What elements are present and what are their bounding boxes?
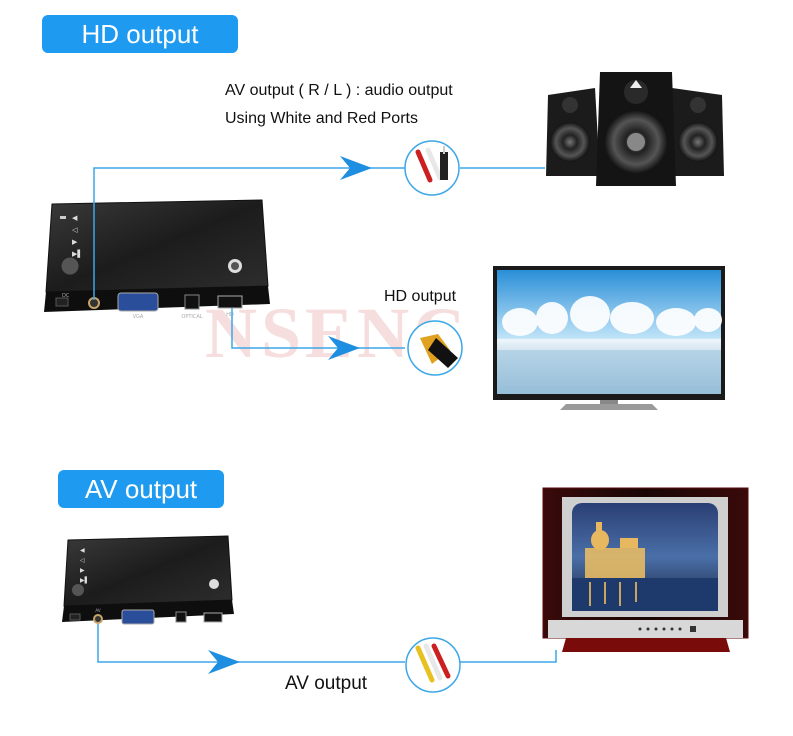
speaker-icon bbox=[546, 72, 724, 186]
svg-text:▶▌: ▶▌ bbox=[80, 576, 89, 584]
crt-tv-icon bbox=[542, 487, 749, 652]
media-player-icon: ◀ ◁ ▶ ▶▌ DC VGA OPTICAL HD bbox=[44, 199, 270, 320]
svg-text:◀: ◀ bbox=[80, 547, 85, 554]
palace-silhouette bbox=[572, 522, 718, 611]
av-output-label: AV output bbox=[285, 673, 368, 694]
arrow-to-lcd-tv bbox=[328, 336, 360, 360]
port-optical-label: OPTICAL bbox=[181, 314, 202, 320]
hd-output-title: HD output bbox=[42, 15, 238, 53]
svg-text:◀: ◀ bbox=[72, 214, 78, 222]
media-player-icon-av: ◀ ◁ ▶ ▶▌ AV bbox=[62, 535, 234, 625]
port-av-label: AV bbox=[95, 608, 100, 613]
svg-text:◁: ◁ bbox=[80, 557, 85, 564]
svg-text:▶: ▶ bbox=[80, 567, 85, 574]
arrow-to-crt-tv bbox=[208, 650, 240, 674]
svg-text:▶▌: ▶▌ bbox=[72, 249, 83, 258]
av-audio-label: AV output ( R / L ) : audio output bbox=[225, 82, 453, 99]
port-hd-label: HD bbox=[226, 312, 234, 318]
port-dc-label: DC bbox=[62, 293, 70, 299]
av-audio-connector-line bbox=[93, 167, 545, 300]
hd-connector-line bbox=[231, 308, 405, 349]
av-output-title: AV output bbox=[58, 470, 224, 508]
av-connector-line bbox=[97, 624, 557, 663]
port-vga-label: VGA bbox=[133, 314, 144, 320]
svg-text:▶: ▶ bbox=[72, 238, 78, 246]
svg-text:◁: ◁ bbox=[72, 226, 78, 234]
hdmi-plug-icon bbox=[407, 320, 463, 376]
lcd-tv-icon bbox=[493, 266, 725, 410]
arrow-to-speakers bbox=[340, 156, 372, 180]
hd-output-label: HD output bbox=[384, 288, 457, 305]
rca-plug-icon-av bbox=[405, 637, 461, 693]
rca-plug-icon bbox=[404, 140, 460, 196]
ports-label: Using White and Red Ports bbox=[225, 110, 418, 127]
